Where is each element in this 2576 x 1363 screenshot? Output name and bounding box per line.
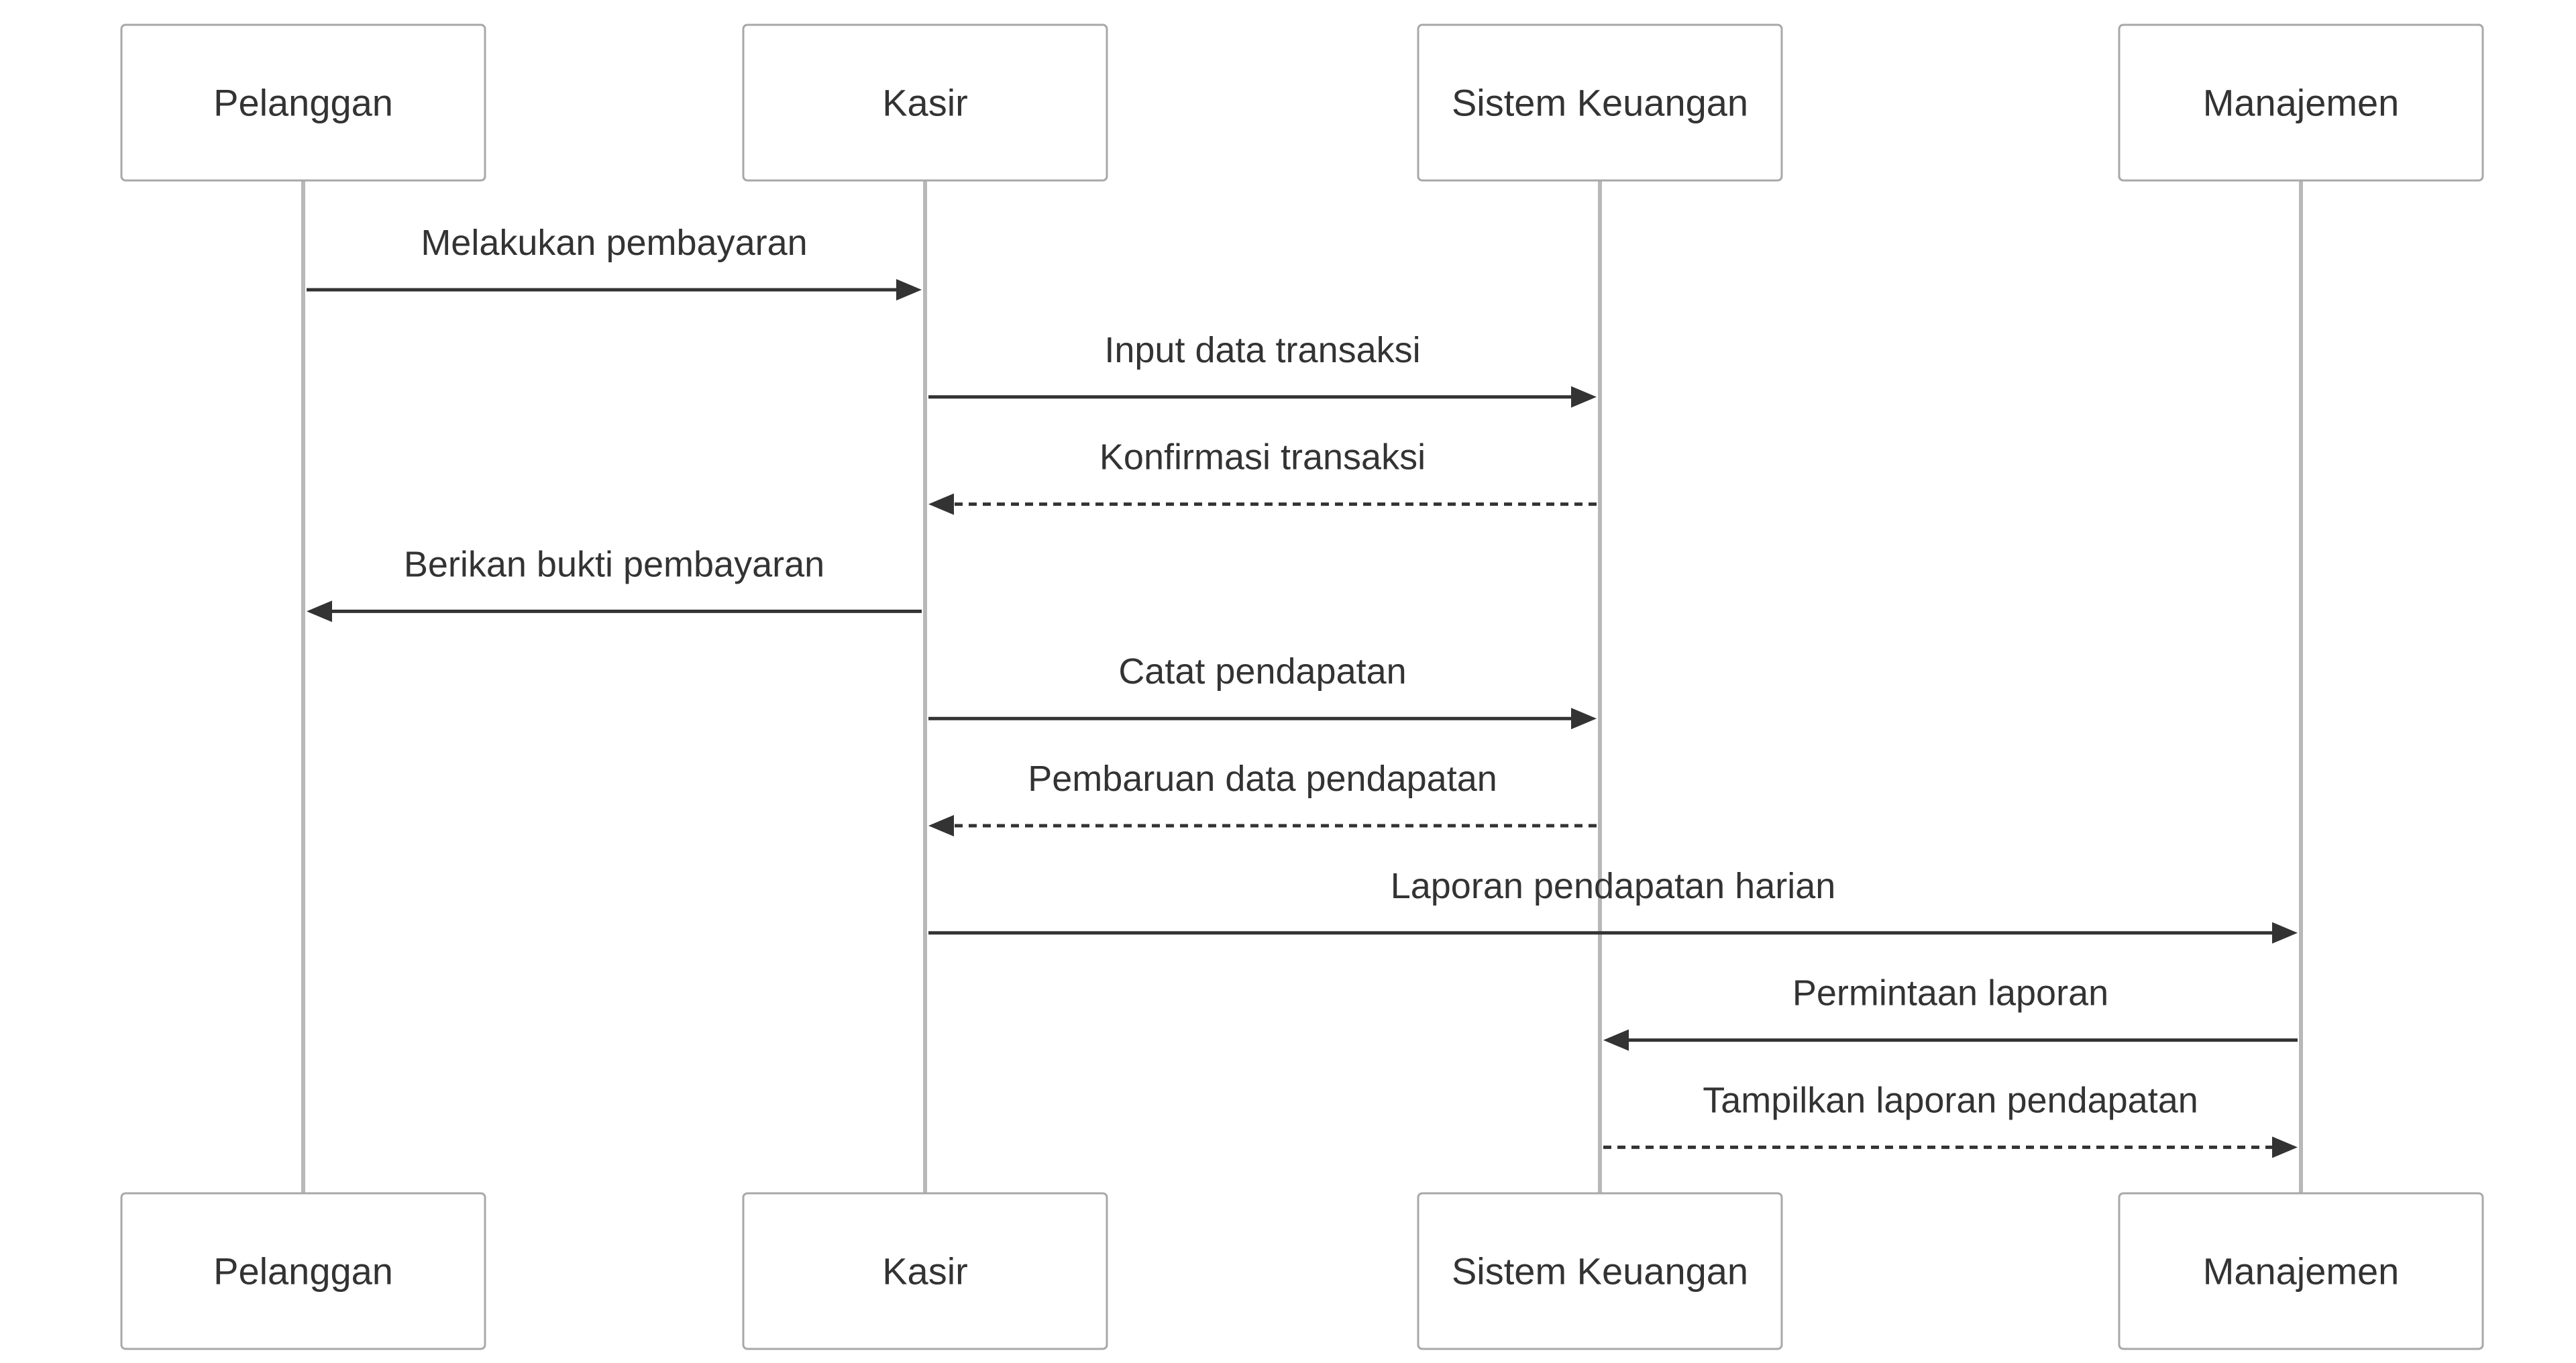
arrowhead-icon xyxy=(1571,386,1597,408)
actor-bottom-manajemen: Manajemen xyxy=(2118,1192,2484,1350)
message-2: Input data transaksi xyxy=(928,330,1597,408)
actor-bottom-pelanggan: Pelanggan xyxy=(120,1192,486,1350)
actor-label: Kasir xyxy=(882,82,968,124)
message-label: Konfirmasi transaksi xyxy=(1099,437,1426,478)
actor-box xyxy=(1417,1192,1783,1350)
arrowhead-icon xyxy=(928,815,954,836)
message-label: Berikan bukti pembayaran xyxy=(404,544,824,584)
actor-bottom-keuangan: Sistem Keuangan xyxy=(1417,1192,1783,1350)
actor-top-pelanggan: Pelanggan xyxy=(120,23,486,182)
arrowhead-icon xyxy=(896,279,922,301)
actor-label: Sistem Keuangan xyxy=(1452,1250,1748,1293)
message-1: Melakukan pembayaran xyxy=(307,223,922,301)
arrowhead-icon xyxy=(1603,1029,1629,1051)
arrowhead-icon xyxy=(2272,922,2298,944)
actor-top-keuangan: Sistem Keuangan xyxy=(1417,23,1783,182)
actor-bottom-kasir: Kasir xyxy=(742,1192,1108,1350)
actor-label: Sistem Keuangan xyxy=(1452,82,1748,124)
message-8: Permintaan laporan xyxy=(1603,973,2298,1051)
message-label: Input data transaksi xyxy=(1104,330,1420,370)
message-7: Laporan pendapatan harian xyxy=(928,866,2298,944)
actor-box xyxy=(1417,23,1783,182)
message-label: Catat pendapatan xyxy=(1118,651,1406,692)
actor-box xyxy=(2118,1192,2484,1350)
actor-box xyxy=(742,1192,1108,1350)
message-5: Catat pendapatan xyxy=(928,651,1597,730)
actor-box xyxy=(742,23,1108,182)
actor-label: Manajemen xyxy=(2203,1250,2400,1293)
actor-top-manajemen: Manajemen xyxy=(2118,23,2484,182)
actor-label: Pelanggan xyxy=(213,1250,393,1293)
arrowhead-icon xyxy=(307,600,332,622)
message-6: Pembaruan data pendapatan xyxy=(928,759,1597,836)
actor-box xyxy=(120,23,486,182)
actor-label: Pelanggan xyxy=(213,82,393,124)
message-9: Tampilkan laporan pendapatan xyxy=(1603,1080,2298,1158)
message-label: Pembaruan data pendapatan xyxy=(1028,759,1497,799)
actor-label: Kasir xyxy=(882,1250,968,1293)
message-label: Permintaan laporan xyxy=(1792,973,2108,1014)
message-4: Berikan bukti pembayaran xyxy=(307,544,922,622)
arrowhead-icon xyxy=(928,493,954,515)
actor-top-kasir: Kasir xyxy=(742,23,1108,182)
actor-box xyxy=(120,1192,486,1350)
arrowhead-icon xyxy=(1571,708,1597,730)
actor-box xyxy=(2118,23,2484,182)
message-label: Melakukan pembayaran xyxy=(421,223,807,263)
message-3: Konfirmasi transaksi xyxy=(928,437,1597,515)
actor-label: Manajemen xyxy=(2203,82,2400,124)
arrowhead-icon xyxy=(2272,1136,2298,1158)
message-label: Tampilkan laporan pendapatan xyxy=(1703,1080,2198,1120)
message-label: Laporan pendapatan harian xyxy=(1391,866,1836,906)
